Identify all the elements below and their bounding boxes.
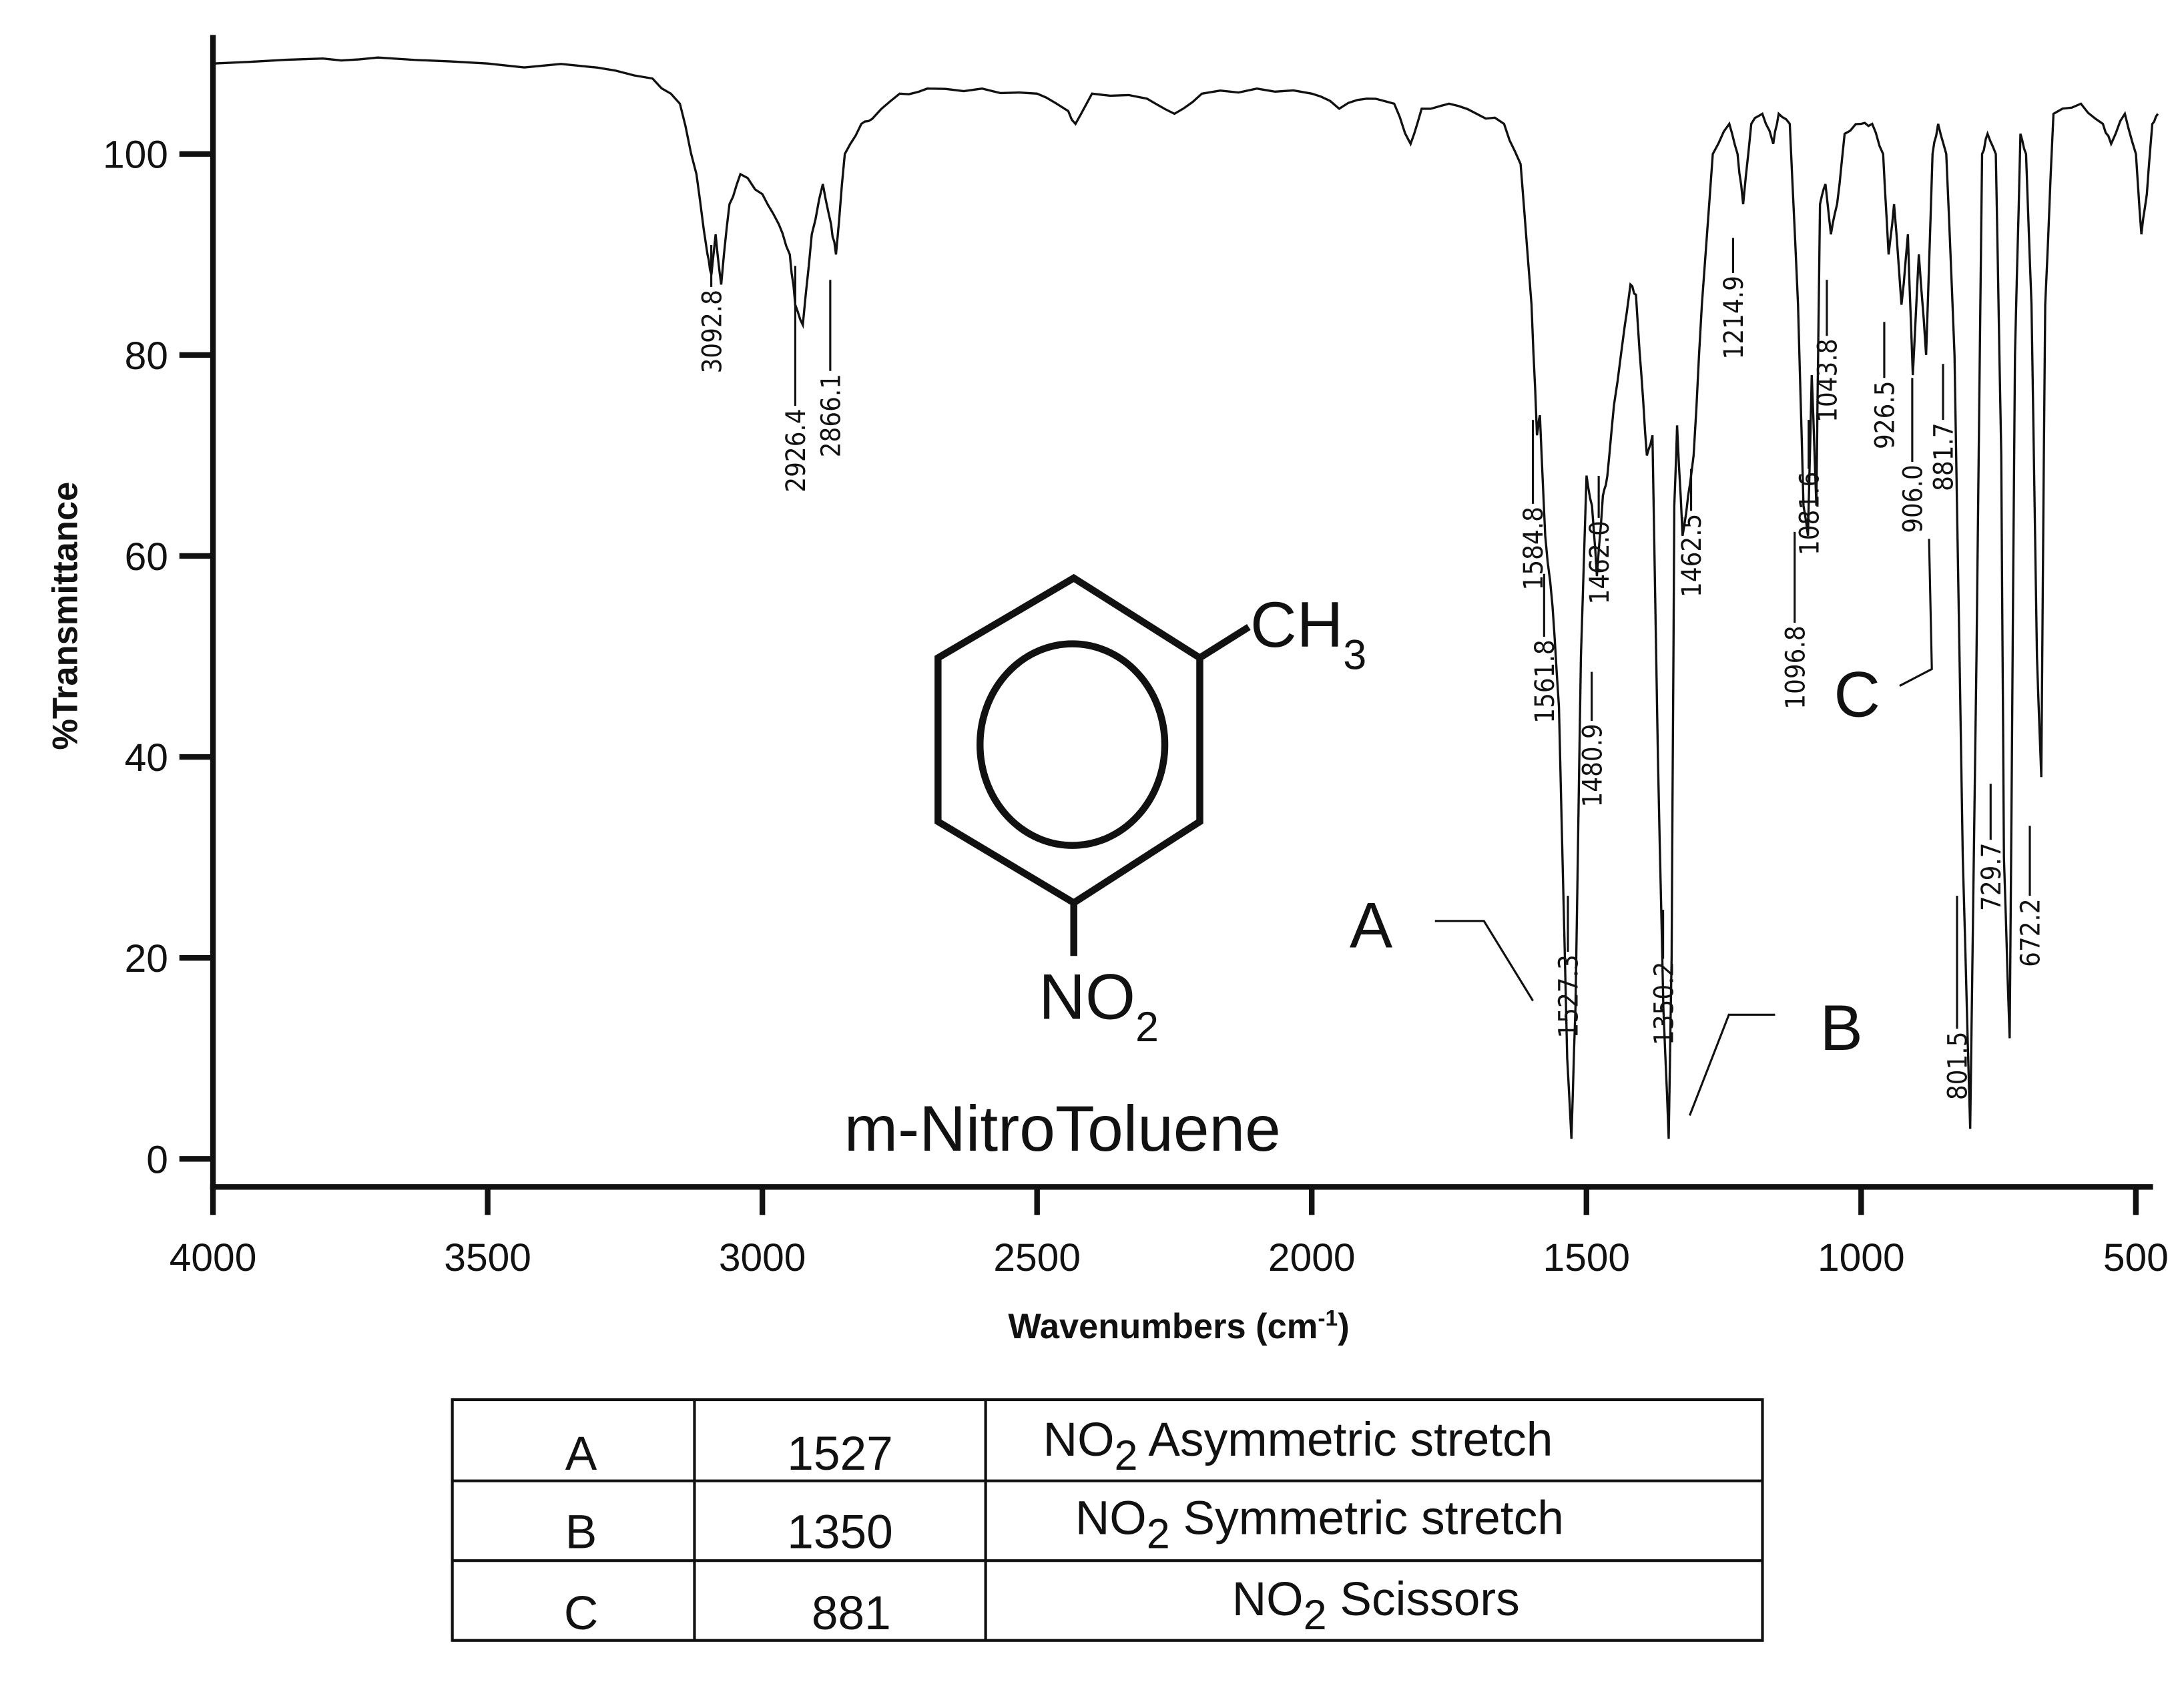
peak-label: 672.2 <box>2016 826 2046 967</box>
svg-text:NO2 Asymmetric stretch: NO2 Asymmetric stretch <box>1043 1413 1553 1479</box>
y-axis-title: %Transmittance <box>47 482 85 750</box>
svg-text:881: 881 <box>812 1587 891 1640</box>
svg-text:B: B <box>1820 992 1862 1064</box>
x-tick-label: 3000 <box>719 1236 806 1280</box>
peak-label-text: 729.7 <box>1976 842 2007 911</box>
peak-label: 729.7 <box>1976 784 2007 911</box>
peak-label-text: 1081.6 <box>1794 472 1825 555</box>
peak-label: 1214.9 <box>1719 238 1749 359</box>
peak-label: 1561.8 <box>1530 573 1561 724</box>
svg-text:B: B <box>565 1505 597 1558</box>
peak-label-text: 1214.9 <box>1719 276 1749 359</box>
svg-text:1350: 1350 <box>787 1505 893 1558</box>
x-tick-label: 2000 <box>1268 1236 1356 1280</box>
peak-label-text: 672.2 <box>2016 898 2046 967</box>
assignment-table: A 1527 NO2 Asymmetric stretch B 1350 NO2… <box>451 1398 1764 1642</box>
y-tick-label: 0 <box>146 1138 168 1181</box>
y-tick-label: 40 <box>125 736 168 780</box>
peak-label: 2926.4 <box>781 266 812 493</box>
compound-name: m-NitroToluene <box>844 1093 1281 1165</box>
x-tick-label: 3500 <box>444 1236 531 1280</box>
peak-label-text: 1462.0 <box>1585 521 1615 604</box>
peak-label-text: 1096.8 <box>1780 625 1811 709</box>
table-row: C 881 NO2 Scissors <box>564 1573 1520 1640</box>
table-row: B 1350 NO2 Symmetric stretch <box>565 1491 1564 1558</box>
no2-label: NO2 <box>1039 962 1159 1051</box>
svg-text:1527: 1527 <box>787 1427 893 1480</box>
aromatic-circle <box>976 640 1169 849</box>
peak-label: 1584.8 <box>1519 420 1549 590</box>
svg-text:C: C <box>1834 659 1880 731</box>
svg-text:A: A <box>1350 890 1393 962</box>
svg-text:NO2 Symmetric stretch: NO2 Symmetric stretch <box>1075 1491 1564 1557</box>
peak-label-text: 1043.8 <box>1813 338 1844 422</box>
peak-label-text: 801.5 <box>1943 1032 1974 1101</box>
peak-label: 1480.9 <box>1577 671 1608 808</box>
peak-label: 1462.0 <box>1585 475 1615 604</box>
peak-label-text: 926.5 <box>1870 380 1901 449</box>
peak-label-text: 1480.9 <box>1577 724 1608 807</box>
svg-text:NO2 Scissors: NO2 Scissors <box>1232 1573 1520 1639</box>
peak-label: 3092.8 <box>697 244 728 373</box>
peak-label: 1527.3 <box>1554 896 1585 1039</box>
peak-label-text: 2866.1 <box>816 374 847 457</box>
peak-label: 1350.2 <box>1649 910 1679 1045</box>
x-tick-label: 1000 <box>1818 1236 1905 1280</box>
axes <box>210 35 2153 1190</box>
peak-label-text: 1527.3 <box>1554 954 1585 1038</box>
peak-label-text: 2926.4 <box>781 408 812 492</box>
y-tick-label: 60 <box>125 535 168 579</box>
x-tick-label: 2500 <box>993 1236 1081 1280</box>
peak-label: 801.5 <box>1943 896 1974 1100</box>
x-tick-label: 1500 <box>1543 1236 1630 1280</box>
peak-label: 1096.8 <box>1780 531 1811 710</box>
y-tick-label: 80 <box>125 334 168 378</box>
ch3-label: CH3 <box>1250 589 1366 679</box>
callout-c: C <box>1834 539 1933 731</box>
spectrum-line <box>212 56 2159 1139</box>
peak-label: 1081.6 <box>1794 420 1825 555</box>
peak-label: 1462.5 <box>1677 469 1707 597</box>
peak-label-text: 1561.8 <box>1530 639 1561 723</box>
svg-text:A: A <box>565 1427 597 1480</box>
peak-label: 881.7 <box>1929 364 1960 491</box>
peak-label-text: 881.7 <box>1929 422 1960 491</box>
m-nitrotoluene-structure: CH3 NO2 m-NitroToluene <box>844 573 1366 1165</box>
x-tick-label: 4000 <box>170 1236 257 1280</box>
callout-b: B <box>1688 992 1863 1116</box>
peak-label-text: 906.0 <box>1898 465 1929 533</box>
x-axis-title: Wavenumbers (cm-1) <box>1008 1306 1349 1346</box>
callout-a: A <box>1350 890 1534 1002</box>
peak-label: 2866.1 <box>816 280 847 457</box>
svg-text:C: C <box>564 1587 598 1640</box>
x-tick-label: 500 <box>2103 1236 2169 1280</box>
y-tick-label: 20 <box>125 937 168 980</box>
y-tick-label: 100 <box>103 133 168 177</box>
table-row: A 1527 NO2 Asymmetric stretch <box>565 1413 1553 1480</box>
peak-label: 906.0 <box>1898 378 1929 533</box>
peak-label: 1043.8 <box>1813 280 1844 422</box>
peak-label-text: 1350.2 <box>1649 962 1679 1045</box>
peak-label-text: 3092.8 <box>697 290 728 373</box>
peak-label-text: 1462.5 <box>1677 514 1707 597</box>
peak-label: 926.5 <box>1870 322 1901 449</box>
